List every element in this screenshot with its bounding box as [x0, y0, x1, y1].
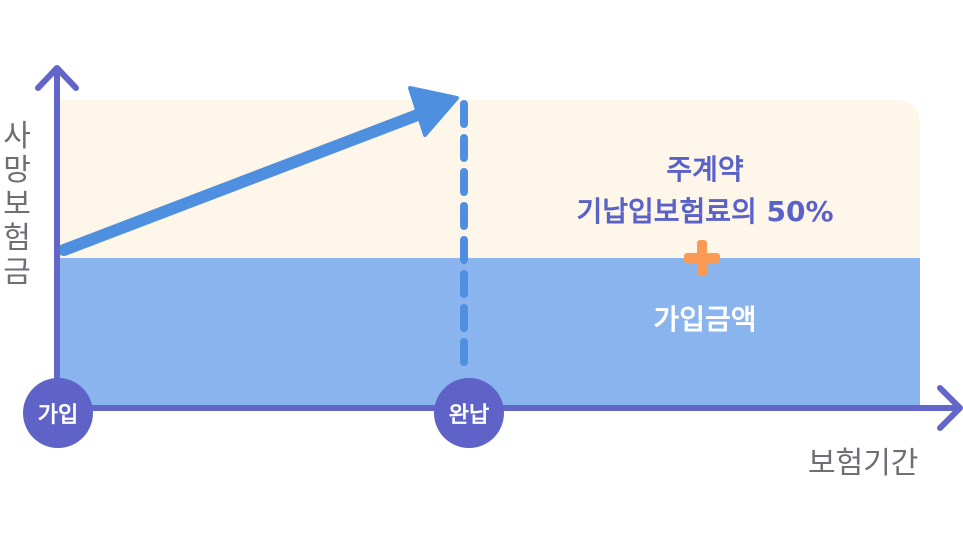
y-axis-arrow-head [35, 65, 79, 91]
premium-area-label-line1: 주계약 [666, 153, 744, 186]
increase-arrow-head [408, 86, 459, 137]
payment-complete-badge: 완납 [434, 378, 504, 448]
join-badge: 가입 [23, 378, 93, 448]
join-badge-label: 가입 [37, 403, 79, 428]
premium-area-label-line2: 기납입보험료의 50% [576, 195, 834, 228]
x-axis-arrow-head [937, 385, 963, 431]
sum-insured-label: 가입금액 [653, 303, 757, 336]
payment-complete-badge-label: 완납 [448, 403, 490, 428]
x-axis-label: 보험기간 [808, 446, 919, 481]
y-axis-label: 사망보험금 [3, 119, 31, 290]
plus-icon [684, 240, 720, 276]
increase-arrow-shaft [58, 105, 434, 256]
premium-refund-area [57, 100, 920, 258]
